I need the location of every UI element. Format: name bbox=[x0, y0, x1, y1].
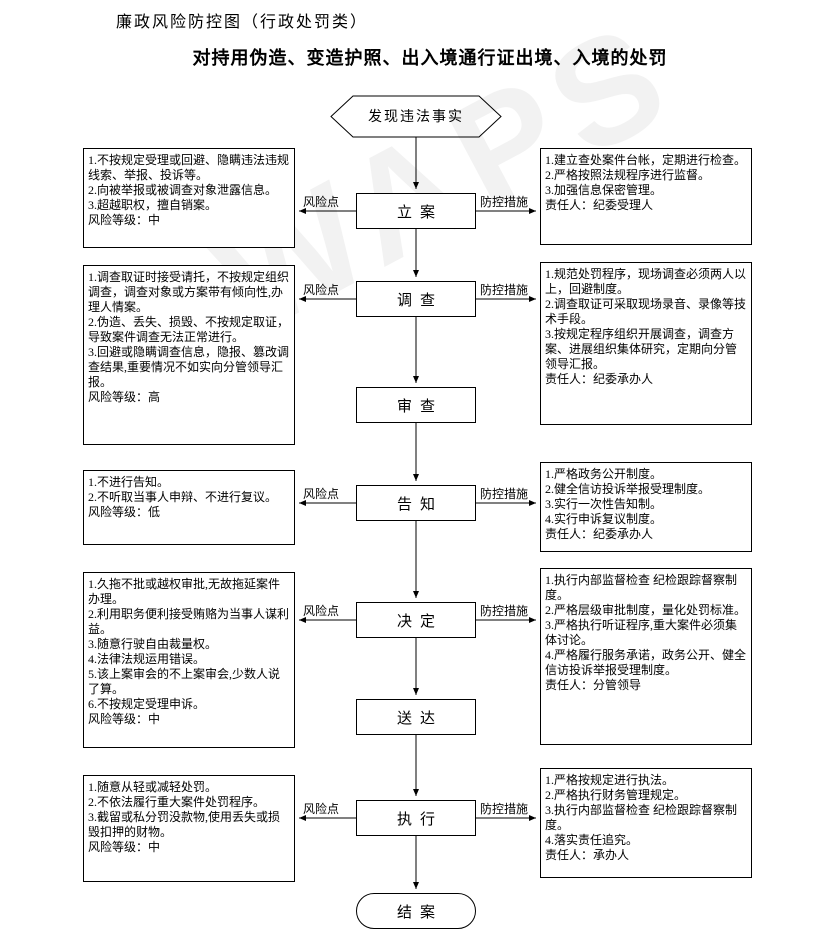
risk-box-decision: 1.久拖不批或越权审批,无故拖延案件办理。 2.利用职务便利接受贿赂为当事人谋利… bbox=[83, 572, 295, 748]
measure-box-execution: 1.严格按规定进行执法。 2.严格执行财务管理规定。 3.执行内部监督检查 纪检… bbox=[540, 768, 752, 878]
step-filing: 立案 bbox=[356, 193, 476, 229]
step-investigation: 调查 bbox=[356, 281, 476, 317]
risk-box-filing: 1.不按规定受理或回避、隐瞒违法违规线索、举报、投诉等。 2.向被举报或被调查对… bbox=[83, 148, 295, 248]
measure-box-filing: 1.建立查处案件台帐，定期进行检查。 2.严格按照法规程序进行监督。 3.加强信… bbox=[540, 148, 752, 245]
flow-arrows bbox=[299, 137, 536, 889]
page-title: 对持用伪造、变造护照、出入境通行证出境、入境的处罚 bbox=[192, 48, 668, 68]
step-execution-label: 执行 bbox=[396, 811, 443, 828]
measure-box-investigation: 1.规范处罚程序，现场调查必须两人以上，回避制度。 2.调查取证可采取现场录音、… bbox=[540, 262, 752, 425]
step-investigation-label: 调查 bbox=[396, 292, 443, 309]
risk-point-label: 风险点 bbox=[303, 283, 340, 297]
step-delivery: 送达 bbox=[356, 699, 476, 735]
step-decision-label: 决定 bbox=[396, 613, 443, 630]
step-delivery-label: 送达 bbox=[396, 710, 443, 727]
risk-point-label: 风险点 bbox=[303, 487, 340, 501]
measure-box-notification: 1.严格政务公开制度。 2.健全信访投诉举报受理制度。 3.实行一次性告知制。 … bbox=[540, 462, 752, 552]
end-node-case-closed: 结案 bbox=[356, 893, 476, 929]
risk-point-label: 风险点 bbox=[303, 802, 340, 816]
end-node-label: 结案 bbox=[396, 904, 443, 921]
prevention-measure-label: 防控措施 bbox=[480, 802, 529, 816]
risk-box-investigation: 1.调查取证时接受请托，不按规定组织调查，调查对象或方案带有倾向性,办理人情案。… bbox=[83, 265, 295, 445]
start-hexagon-shape bbox=[330, 95, 502, 138]
prevention-measure-label: 防控措施 bbox=[480, 283, 529, 297]
page-header-title: 廉政风险防控图（行政处罚类） bbox=[116, 14, 369, 31]
start-node-discovery: 发现违法事实 bbox=[368, 110, 464, 125]
prevention-measure-label: 防控措施 bbox=[480, 604, 529, 618]
risk-point-label: 风险点 bbox=[303, 195, 340, 209]
risk-box-execution: 1.随意从轻或减轻处罚。 2.不依法履行重大案件处罚程序。 3.截留或私分罚没款… bbox=[83, 775, 295, 882]
step-review-label: 审查 bbox=[396, 398, 443, 415]
prevention-measure-label: 防控措施 bbox=[480, 195, 529, 209]
step-filing-label: 立案 bbox=[396, 204, 443, 221]
step-decision: 决定 bbox=[356, 602, 476, 638]
risk-point-label: 风险点 bbox=[303, 604, 340, 618]
prevention-measure-label: 防控措施 bbox=[480, 487, 529, 501]
step-review: 审查 bbox=[356, 387, 476, 423]
risk-box-notification: 1.不进行告知。 2.不听取当事人申辩、不进行复议。 风险等级：低 bbox=[83, 470, 295, 545]
step-notification: 告知 bbox=[356, 485, 476, 521]
step-notification-label: 告知 bbox=[396, 496, 443, 513]
measure-box-decision: 1.执行内部监督检查 纪检跟踪督察制度。 2.严格层级审批制度，量化处罚标准。 … bbox=[540, 568, 752, 745]
step-execution: 执行 bbox=[356, 800, 476, 836]
